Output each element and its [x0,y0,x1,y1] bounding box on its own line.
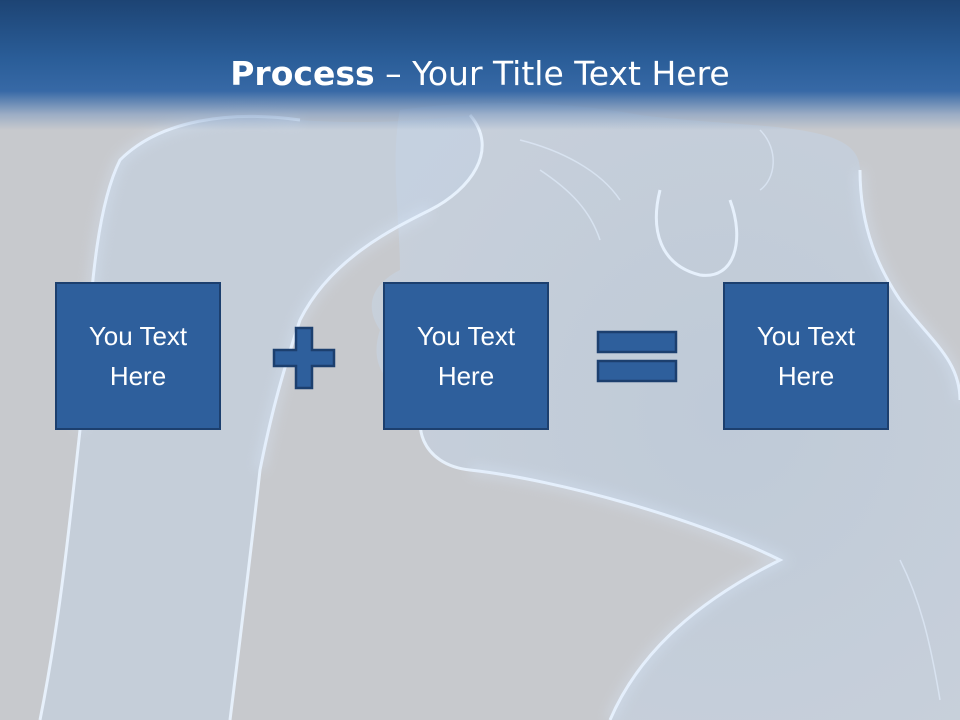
slide-title: Process – Your Title Text Here [0,52,960,96]
title-rest-part: – Your Title Text Here [374,54,730,93]
process-box-3-text: You Text Here [756,321,856,391]
process-box-1[interactable]: You Text Here [55,282,221,430]
process-box-3[interactable]: You Text Here [723,282,889,430]
title-banner [0,0,960,130]
title-bold-part: Process [230,54,375,93]
plus-icon [272,326,336,390]
process-box-2[interactable]: You Text Here [383,282,549,430]
process-box-1-text: You Text Here [88,321,188,391]
equals-icon [596,330,678,383]
process-box-2-text: You Text Here [416,321,516,391]
